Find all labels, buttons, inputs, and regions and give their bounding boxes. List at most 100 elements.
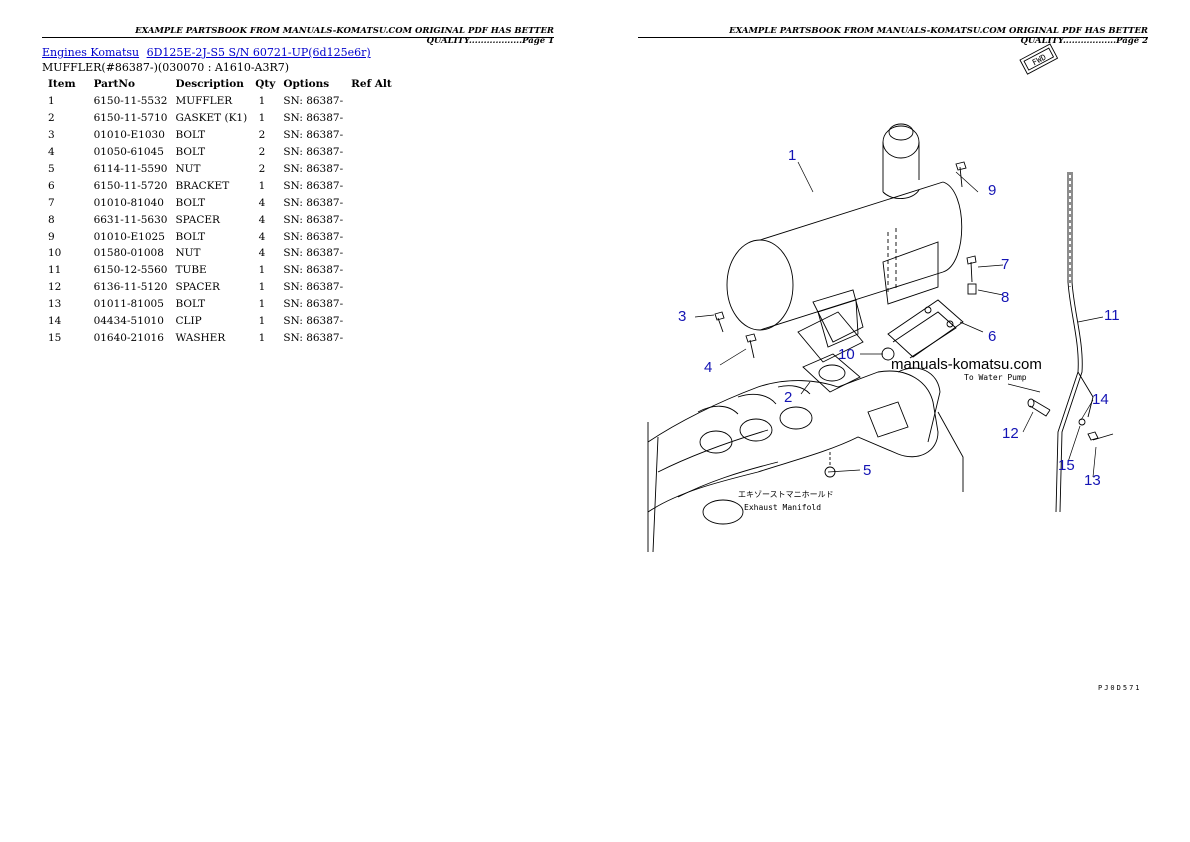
- breadcrumb-link-engines[interactable]: Engines Komatsu: [42, 46, 140, 59]
- cell-item: 1: [48, 95, 55, 108]
- cell-qty: 1: [258, 315, 266, 328]
- cell-options: SN: 86387-: [283, 264, 344, 277]
- cell-partno: 01580-01008: [93, 247, 164, 260]
- muffler-drawing: [726, 123, 963, 363]
- page-subtitle: MUFFLER(#86387-)(030070 : A1610-A3R7): [42, 61, 290, 74]
- cell-ref-alt: [347, 279, 396, 296]
- bracket-drawing: [887, 299, 964, 359]
- cell-item: 7: [48, 196, 55, 209]
- cell-description: NUT: [175, 163, 201, 175]
- cell-ref-alt: [347, 262, 396, 279]
- cell-options: SN: 86387-: [283, 95, 344, 108]
- cell-options: SN: 86387-: [283, 315, 344, 328]
- cell-qty: 1: [258, 95, 266, 108]
- cell-ref-alt: [347, 144, 396, 161]
- cell-partno: 6150-11-5720: [93, 179, 168, 192]
- watermark-text: manuals-komatsu.com: [891, 356, 1042, 373]
- cell-qty: 1: [258, 179, 266, 192]
- cell-description: GASKET (K1): [175, 112, 248, 125]
- cell-options: SN: 86387-: [283, 247, 344, 260]
- callout-14: 14: [1092, 391, 1109, 408]
- cell-qty: 1: [258, 112, 266, 125]
- table-header-row: Item PartNo Description Qty Options Ref …: [44, 76, 396, 93]
- cell-qty: 1: [258, 331, 266, 344]
- cell-partno: 01050-61045: [93, 146, 164, 159]
- cell-partno: 6150-11-5710: [93, 112, 168, 125]
- callout-1: 1: [788, 147, 796, 164]
- cell-ref-alt: [347, 194, 396, 211]
- cell-ref-alt: [347, 161, 396, 178]
- cell-options: SN: 86387-: [283, 163, 344, 175]
- cell-ref-alt: [347, 329, 396, 346]
- cell-qty: 2: [258, 129, 266, 142]
- cell-description: MUFFLER: [175, 95, 233, 108]
- bolt-drawing: [714, 161, 1114, 441]
- callout-8: 8: [1001, 289, 1009, 306]
- callout-2: 2: [784, 389, 792, 406]
- cell-ref-alt: [347, 93, 396, 110]
- parts-diagram: FWD: [647, 43, 1120, 553]
- fwd-icon: FWD: [1019, 43, 1059, 75]
- cell-item: 12: [48, 281, 62, 294]
- cell-ref-alt: [347, 228, 396, 245]
- page-header-left: EXAMPLE PARTSBOOK FROM MANUALS-KOMATSU.C…: [135, 26, 554, 46]
- cell-item: 15: [48, 331, 62, 344]
- cell-item: 13: [48, 298, 62, 311]
- drawing-code: PJ0D571: [1098, 684, 1142, 692]
- cell-partno: 6114-11-5590: [93, 163, 168, 175]
- cell-partno: 6150-11-5532: [93, 95, 168, 108]
- manifold-label-jp: エキゾーストマニホールド: [738, 490, 834, 499]
- table-row: 1 6150-11-5532 MUFFLER 1 SN: 86387-: [44, 93, 396, 110]
- cell-ref-alt: [347, 296, 396, 313]
- cell-item: 5: [48, 163, 55, 175]
- cell-partno: 6136-11-5120: [93, 281, 168, 294]
- cell-partno: 01010-E1030: [93, 129, 165, 142]
- page-header-right: EXAMPLE PARTSBOOK FROM MANUALS-KOMATSU.C…: [729, 26, 1148, 46]
- cell-options: SN: 86387-: [283, 230, 344, 243]
- callout-3: 3: [678, 308, 686, 325]
- cell-description: BOLT: [175, 230, 206, 243]
- cell-qty: 4: [258, 230, 266, 243]
- col-header-partno: PartNo: [93, 78, 135, 90]
- cell-description: BOLT: [175, 146, 206, 159]
- breadcrumb-link-model[interactable]: 6D125E-2J-S5 S/N 60721-UP(6d125e6r): [146, 46, 371, 59]
- cell-partno: 04434-51010: [93, 315, 164, 328]
- cell-item: 14: [48, 315, 62, 328]
- spacer-drawing: [1027, 398, 1051, 417]
- cell-ref-alt: [347, 127, 396, 144]
- cell-partno: 01011-81005: [93, 298, 164, 311]
- gasket-drawing: [802, 353, 861, 393]
- callout-9: 9: [988, 182, 996, 199]
- cell-item: 6: [48, 179, 55, 192]
- col-header-description: Description: [175, 78, 244, 90]
- cell-ref-alt: [347, 245, 396, 262]
- col-header-ref-alt: Ref Alt: [351, 78, 392, 90]
- cell-description: BRACKET: [175, 179, 230, 192]
- cell-item: 2: [48, 112, 55, 125]
- manifold-label-en: Exhaust Manifold: [744, 503, 821, 512]
- header-rule-right: [638, 37, 1148, 38]
- cell-options: SN: 86387-: [283, 179, 344, 192]
- table-row: 6 6150-11-5720 BRACKET 1 SN: 86387-: [44, 177, 396, 194]
- cell-partno: 01010-81040: [93, 196, 164, 209]
- callout-12: 12: [1002, 425, 1019, 442]
- col-header-options: Options: [283, 78, 330, 90]
- cell-partno: 6150-12-5560: [93, 264, 168, 277]
- cell-ref-alt: [347, 313, 396, 330]
- cell-ref-alt: [347, 177, 396, 194]
- cell-item: 8: [48, 213, 55, 226]
- callout-6: 6: [988, 328, 996, 345]
- cell-description: BOLT: [175, 129, 206, 142]
- col-header-qty: Qty: [255, 78, 276, 90]
- cell-options: SN: 86387-: [283, 129, 344, 142]
- cell-options: SN: 86387-: [283, 331, 344, 344]
- cell-qty: 1: [258, 298, 266, 311]
- cell-description: BOLT: [175, 196, 206, 209]
